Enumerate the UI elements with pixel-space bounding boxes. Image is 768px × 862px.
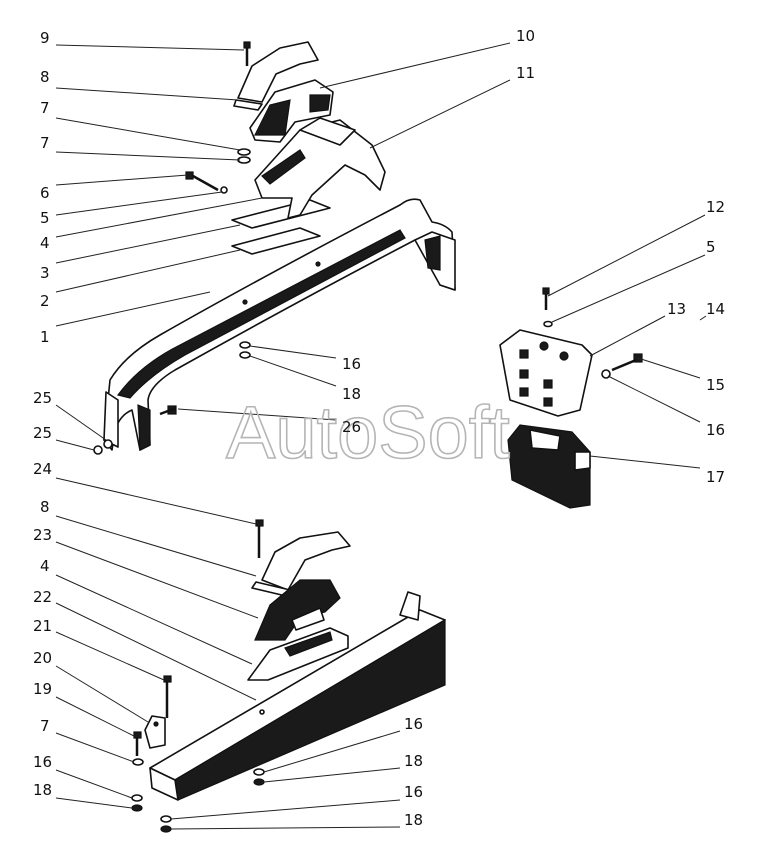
bolt-6 [185, 171, 228, 194]
label-7-bottom: 7 [40, 717, 50, 735]
bolt-24 [255, 519, 264, 558]
label-16-bm: 16 [404, 715, 423, 733]
label-5-top: 5 [40, 209, 50, 227]
label-1: 1 [40, 328, 50, 346]
label-26: 26 [342, 418, 361, 436]
label-7-top-b: 7 [40, 134, 50, 152]
watermark: AutoSoft [226, 391, 510, 474]
bolt-9 [243, 41, 251, 66]
leader-lines [55, 42, 707, 830]
mount-block-13 [499, 329, 593, 417]
label-14: 14 [706, 300, 725, 318]
washer-16 [239, 341, 251, 349]
angle-bracket-20 [144, 715, 166, 749]
front-beam [103, 198, 456, 451]
label-16-mid: 16 [342, 355, 361, 373]
label-18-bl: 18 [33, 781, 52, 799]
washer-18 [239, 351, 251, 359]
washer-16-bl [131, 794, 143, 802]
rubber-block-17 [507, 424, 591, 509]
support-bracket [254, 117, 386, 219]
label-15: 15 [706, 376, 725, 394]
washer-7a [237, 148, 251, 156]
rubber-cushion-bottom [254, 579, 341, 641]
label-16-bl: 16 [33, 753, 52, 771]
label-7-top-a: 7 [40, 99, 50, 117]
label-21: 21 [33, 617, 52, 635]
label-11: 11 [516, 64, 535, 82]
support-4-bottom [247, 627, 349, 681]
nut-18-bm [253, 778, 265, 786]
label-8-top: 8 [40, 68, 50, 86]
cross-beam-22 [149, 591, 446, 801]
washer-7-bottom [132, 758, 144, 766]
pad-upper [231, 199, 331, 229]
clamp-top [233, 41, 319, 111]
label-8-bottom: 8 [40, 498, 50, 516]
bolt-12 [542, 287, 550, 310]
nut-18-br [160, 825, 172, 833]
label-23: 23 [33, 526, 52, 544]
label-4-top: 4 [40, 234, 50, 252]
label-13: 13 [667, 300, 686, 318]
rubber-cushion-top [249, 79, 334, 143]
label-18-br: 18 [404, 811, 423, 829]
bolt-21 [163, 675, 172, 718]
label-6: 6 [40, 184, 50, 202]
label-22: 22 [33, 588, 52, 606]
nut-18-bl [131, 804, 143, 812]
bolt-15 [611, 353, 643, 372]
bolt-19 [133, 731, 142, 756]
nut-25b [93, 445, 103, 455]
washer-5 [543, 320, 553, 328]
label-25b: 25 [33, 424, 52, 442]
pad-lower [231, 227, 321, 255]
label-24: 24 [33, 460, 52, 478]
label-19: 19 [33, 680, 52, 698]
label-9: 9 [40, 29, 50, 47]
label-25a: 25 [33, 389, 52, 407]
bolt-26 [159, 405, 177, 416]
part-labels: 9 8 7 7 6 5 4 3 2 1 10 11 12 5 13 14 15 … [33, 27, 725, 829]
label-18-mid: 18 [342, 385, 361, 403]
label-12: 12 [706, 198, 725, 216]
washer-16-bm [253, 768, 265, 776]
label-17: 17 [706, 468, 725, 486]
label-5-right: 5 [706, 238, 716, 256]
nut-25a [103, 439, 113, 449]
label-4-bottom: 4 [40, 557, 50, 575]
label-18-bm: 18 [404, 752, 423, 770]
clamp-bottom [251, 531, 351, 597]
label-16-right: 16 [706, 421, 725, 439]
washer-16-br [160, 815, 172, 823]
label-20: 20 [33, 649, 52, 667]
label-2: 2 [40, 292, 50, 310]
label-3: 3 [40, 264, 50, 282]
label-16-br: 16 [404, 783, 423, 801]
label-10: 10 [516, 27, 535, 45]
